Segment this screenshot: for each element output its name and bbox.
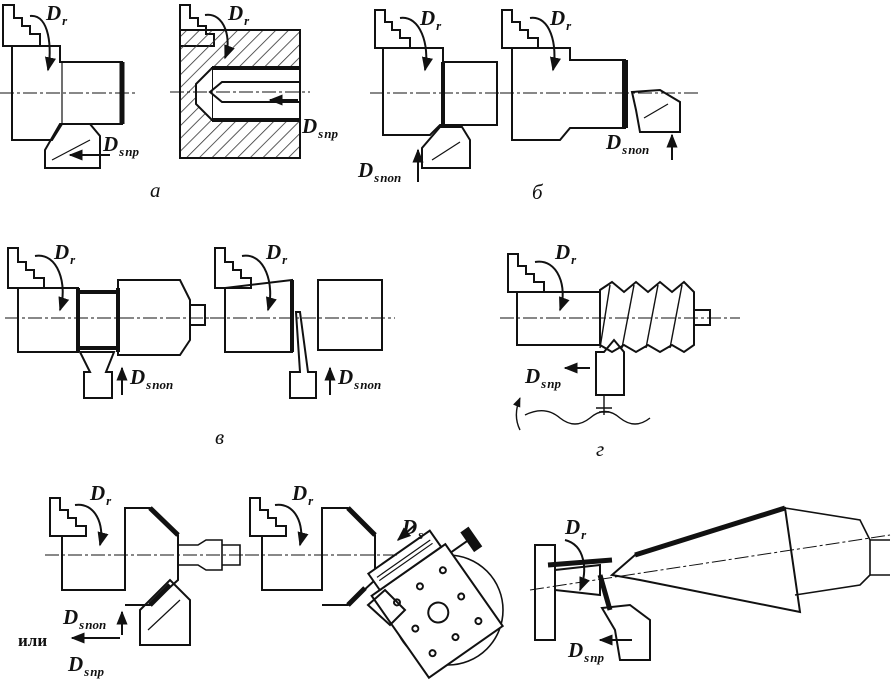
rotation-arrow (30, 16, 56, 72)
ds-pop-label: Dsпоп (63, 605, 107, 632)
caption-g: г (596, 437, 605, 461)
thread-template (525, 411, 650, 424)
workpiece-groove (78, 292, 118, 348)
panel-chamfer-compound-slide (245, 498, 526, 678)
ds-pop-label: Dsпоп (358, 158, 402, 185)
panel-a-external-turning (0, 5, 135, 168)
cutter (632, 90, 680, 132)
rotation-arrow (35, 256, 70, 312)
panel-v-grooving (5, 248, 215, 398)
thread-profile (600, 282, 694, 352)
workpiece-left (18, 288, 78, 352)
ds-pop-label: Dsпоп (338, 365, 382, 392)
ds-pr-label: Dsпр (68, 652, 104, 679)
parting-tool (290, 312, 316, 398)
dr-label: Dr (550, 6, 572, 33)
ds-pr-label: Dsпр (568, 638, 604, 665)
workpiece-left (225, 280, 292, 352)
cutter (45, 124, 100, 168)
chuck-jaws (3, 5, 40, 46)
panel-chamfer-left (45, 498, 250, 645)
dr-label: Dr (228, 1, 250, 28)
dr-label: Dr (46, 1, 68, 28)
rotation-arrow (535, 262, 570, 312)
rotation-arrow (75, 505, 109, 547)
axis (530, 535, 890, 590)
caption-v: в (215, 425, 225, 449)
dr-label: Dr (292, 481, 314, 508)
ds-pr-label: Dsпр (525, 364, 561, 391)
panel-a-boring (170, 5, 310, 158)
cutter (422, 127, 470, 168)
ili-label: или (18, 631, 48, 650)
dr-label: Dr (266, 240, 288, 267)
caption-b: б (532, 180, 543, 204)
chuck-jaws (250, 498, 286, 536)
grooving-tool (80, 352, 114, 398)
panel-b-facing-left (370, 10, 505, 182)
cutter (368, 590, 405, 625)
shaft-end (178, 540, 222, 570)
chuck-jaws (215, 248, 251, 288)
tapered-workpiece (612, 508, 800, 612)
threading-tool (596, 340, 624, 395)
cutter (602, 605, 650, 660)
workpiece-right (318, 280, 382, 350)
ds-pop-label: Dsпоп (606, 130, 650, 157)
dr-label: Dr (565, 515, 587, 542)
chuck-jaws (508, 254, 544, 292)
ds-pr-label: Dsпр (302, 114, 338, 141)
chuck-jaws (50, 498, 86, 536)
ds-pr-label: Dsпр (103, 132, 139, 159)
chuck-jaws (8, 248, 44, 288)
cutter (140, 580, 190, 645)
rotation-arrow (565, 540, 590, 592)
rotation-arrow (400, 18, 433, 72)
dr-label: Dr (54, 240, 76, 267)
workpiece-right (118, 280, 190, 355)
rotation-arrow (275, 505, 309, 547)
workpiece-body (262, 508, 375, 605)
faceplate (535, 545, 555, 640)
workpiece-body (383, 48, 497, 135)
ds-label: Ds (402, 515, 424, 542)
panel-v-parting (210, 248, 395, 398)
compound-slide (360, 512, 525, 678)
panel-b-facing-right (500, 10, 700, 160)
dr-label: Dr (555, 240, 577, 267)
ds-pop-label: Dsпоп (130, 365, 174, 392)
panel-taper-turning (530, 508, 890, 660)
chuck-jaws (375, 10, 410, 48)
rotation-arrow (530, 18, 561, 72)
rotation-arrow (242, 256, 277, 312)
chuck-jaws (502, 10, 538, 48)
rotation-arrow (205, 15, 235, 60)
tailstock-center (190, 305, 205, 325)
dr-label: Dr (420, 6, 442, 33)
caption-a: а (150, 178, 161, 202)
panel-g-threading (500, 254, 740, 430)
dr-label: Dr (90, 481, 112, 508)
workpiece-body (512, 48, 625, 140)
